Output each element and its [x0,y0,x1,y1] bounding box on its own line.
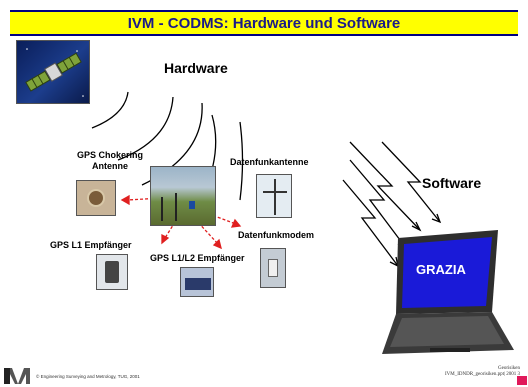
gps-l1-receiver-photo [96,254,128,290]
gps-l1l2-receiver-photo [180,267,214,297]
satellite-icon [25,48,84,97]
corner-badge [517,376,527,385]
grazia-label: GRAZIA [416,262,466,277]
software-heading: Software [422,175,482,191]
page-title: IVM - CODMS: Hardware und Software [127,14,401,32]
footer-filename: Georisiken IVM_IDNDR_georisiken.ppt| 200… [444,366,520,377]
ivm-logo-icon [4,368,30,384]
satellite-photo [16,40,90,104]
radio-antenna-photo [256,174,292,218]
field-survey-photo [150,166,216,226]
label-chokering: GPS Chokering Antenne [76,150,143,171]
title-bar: IVM - CODMS: Hardware und Software [10,10,518,36]
radio-modem-photo [260,248,286,288]
chokering-antenna-photo [76,180,116,216]
label-datenfunkmodem: Datenfunkmodem [238,230,315,240]
lightning-arrow-icon [342,141,442,268]
hardware-heading: Hardware [164,60,228,76]
label-datenfunkantenne: Datenfunkantenne [230,157,309,167]
label-gps-l1: GPS L1 Empfänger [50,240,132,250]
footer-copyright: © Engineering Surveying and Metrology, T… [36,374,140,379]
label-gps-l1l2: GPS L1/L2 Empfänger [150,253,245,263]
